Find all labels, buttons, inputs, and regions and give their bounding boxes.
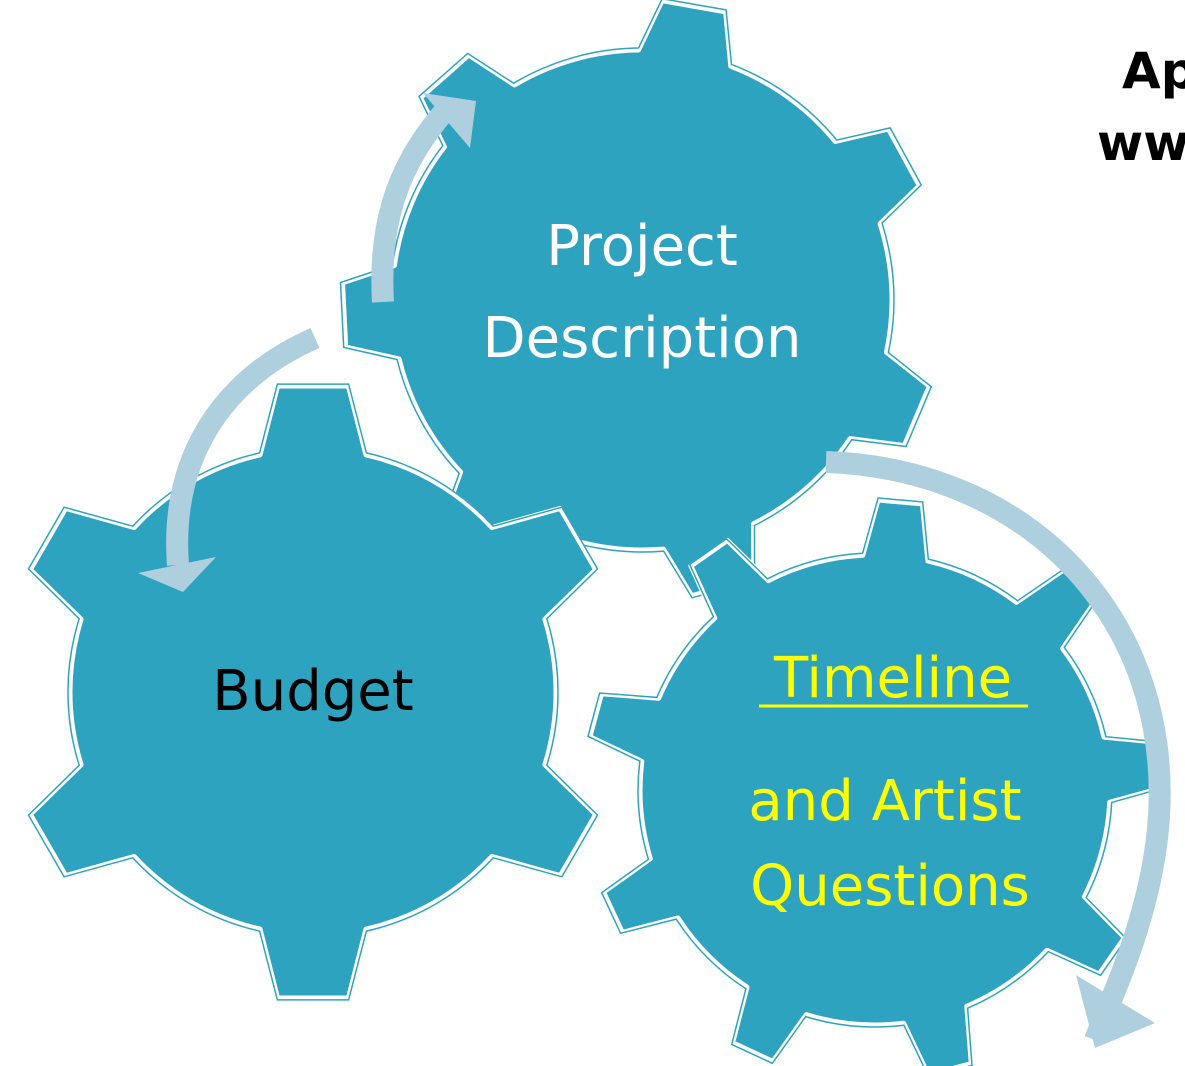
timeline-gear <box>587 497 1168 1066</box>
timeline-label-line-1[interactable]: Timeline <box>773 646 1012 711</box>
project-gear <box>340 0 932 599</box>
arrow-up-project-shaft <box>371 97 459 303</box>
arrow-up-project-head <box>423 93 476 148</box>
header-line-2: ww <box>1097 114 1185 172</box>
arrow-to-budget-shaft <box>166 327 320 566</box>
timeline-label-line-3: Questions <box>750 854 1030 919</box>
budget-gear-outline <box>27 383 599 1001</box>
project-label-line-2: Description <box>483 306 802 371</box>
budget-label: Budget <box>212 659 413 724</box>
header-line-1: Ap <box>1122 42 1185 100</box>
arrow-to-budget-head <box>138 557 216 592</box>
arrow-around-timeline-head <box>1076 975 1155 1048</box>
timeline-gear-outline <box>587 497 1168 1066</box>
project-label-line-1: Project <box>546 214 738 279</box>
project-gear-outline <box>339 0 933 599</box>
timeline-label-line-2: and Artist <box>748 769 1021 834</box>
arrow-around-timeline-shaft <box>825 451 1171 1044</box>
